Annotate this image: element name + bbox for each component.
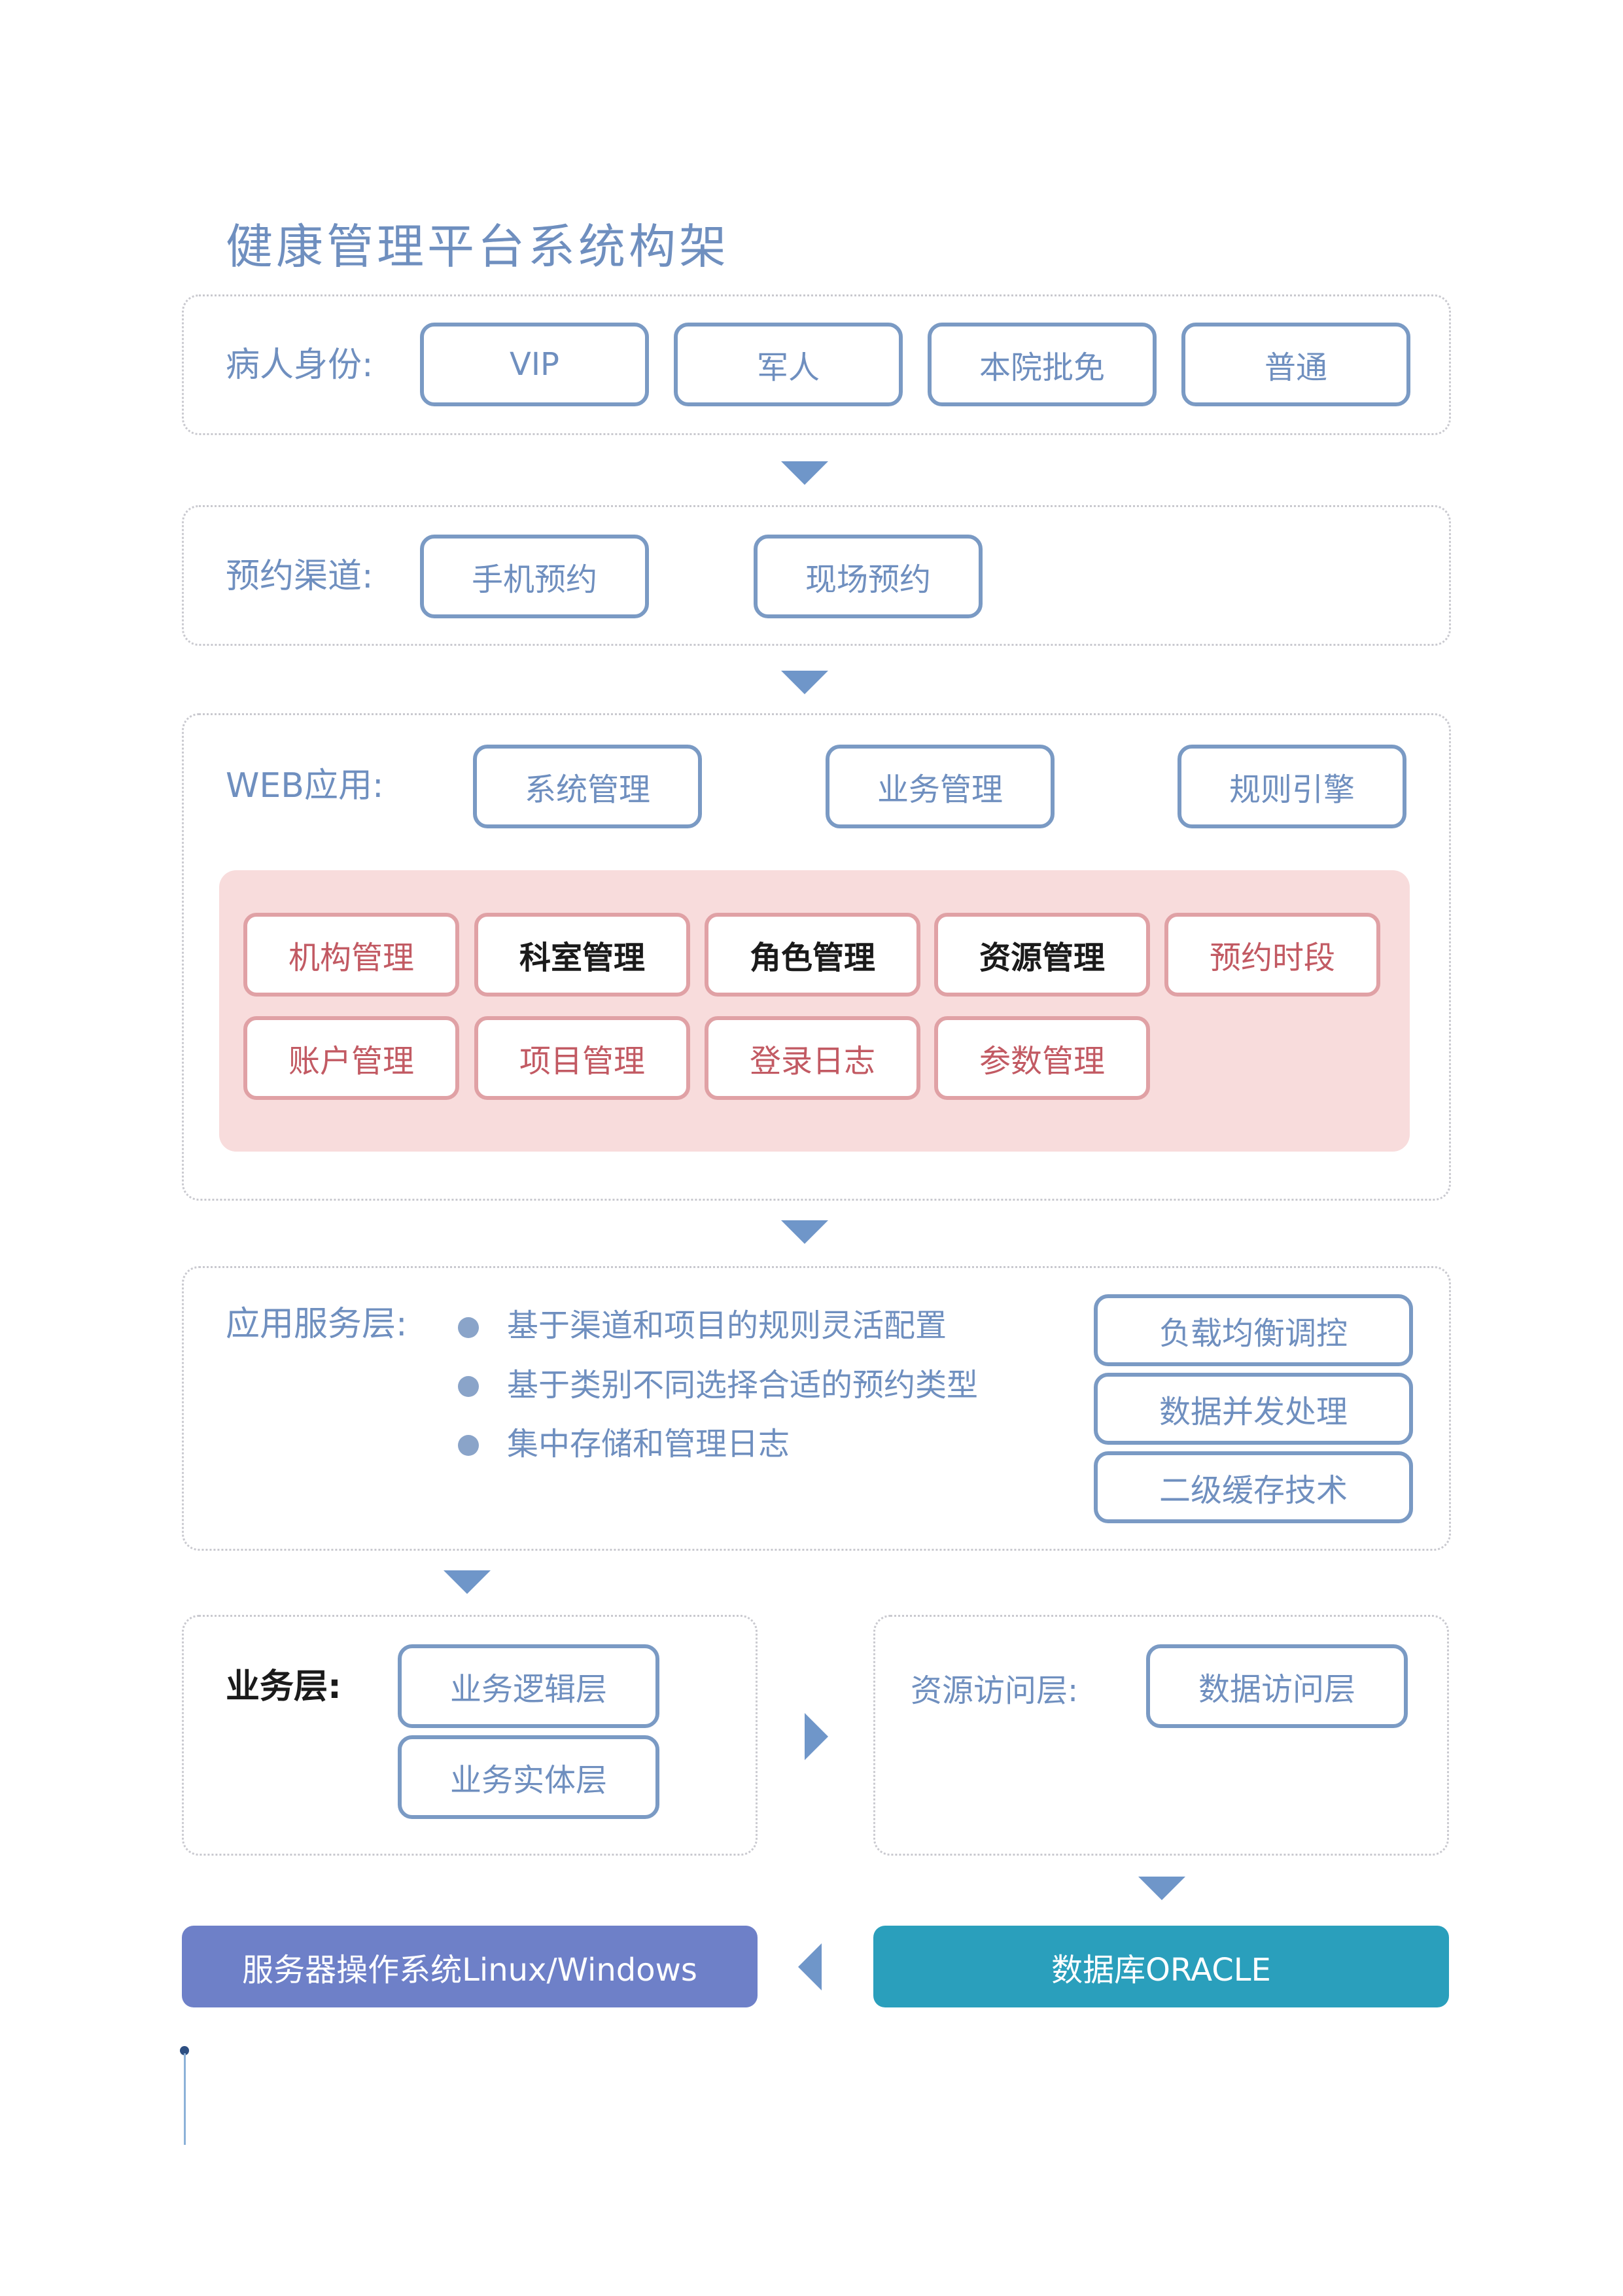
module-role-mgmt: 角色管理 <box>705 913 920 997</box>
business-entity-box: 业务实体层 <box>398 1735 659 1819</box>
arrow-down-icon <box>781 1220 828 1244</box>
arrow-right-icon <box>805 1713 828 1760</box>
module-login-log: 登录日志 <box>705 1016 920 1100</box>
channel-mobile-box: 手机预约 <box>420 535 649 618</box>
page-title: 健康管理平台系统构架 <box>226 219 730 274</box>
service-bullet-3: 集中存储和管理日志 <box>507 1426 790 1462</box>
web-app-label: WEB应用: <box>226 766 384 805</box>
service-bullet-1: 基于渠道和项目的规则灵活配置 <box>507 1307 947 1344</box>
module-time-slot: 预约时段 <box>1164 913 1380 997</box>
channel-onsite-box: 现场预约 <box>754 535 983 618</box>
module-org-mgmt: 机构管理 <box>243 913 459 997</box>
business-layer-label: 业务层: <box>226 1670 341 1704</box>
module-dept-mgmt: 科室管理 <box>474 913 690 997</box>
arrow-down-icon <box>1138 1877 1185 1900</box>
bullet-icon <box>458 1376 479 1397</box>
pin-dot-icon <box>180 2046 189 2055</box>
resource-access-label: 资源访问层: <box>911 1672 1079 1709</box>
business-logic-box: 业务逻辑层 <box>398 1644 659 1728</box>
server-os-bar: 服务器操作系统Linux/Windows <box>182 1926 758 2007</box>
arrow-down-icon <box>444 1570 491 1594</box>
service-cache-box: 二级缓存技术 <box>1094 1451 1413 1523</box>
database-bar: 数据库ORACLE <box>873 1926 1449 2007</box>
web-business-mgmt-box: 业务管理 <box>826 745 1055 828</box>
app-service-label: 应用服务层: <box>226 1305 408 1344</box>
business-layer-label-text: 业务层: <box>226 1667 341 1706</box>
bullet-icon <box>458 1435 479 1456</box>
module-project-mgmt: 项目管理 <box>474 1016 690 1100</box>
module-resource-mgmt: 资源管理 <box>934 913 1150 997</box>
bullet-icon <box>458 1317 479 1338</box>
arrow-down-icon <box>781 461 828 485</box>
patient-identity-label: 病人身份: <box>226 345 374 385</box>
arrow-down-icon <box>781 671 828 694</box>
booking-channel-label: 预约渠道: <box>226 557 374 596</box>
identity-normal-box: 普通 <box>1181 323 1410 406</box>
web-system-mgmt-box: 系统管理 <box>473 745 702 828</box>
identity-vip-box: VIP <box>420 323 649 406</box>
web-rule-engine-box: 规则引擎 <box>1178 745 1406 828</box>
module-account-mgmt: 账户管理 <box>243 1016 459 1100</box>
service-load-balance-box: 负载均衡调控 <box>1094 1294 1413 1366</box>
identity-hospital-waiver-box: 本院批免 <box>928 323 1157 406</box>
data-access-box: 数据访问层 <box>1146 1644 1408 1728</box>
pin-line <box>184 2053 186 2145</box>
service-bullet-2: 基于类别不同选择合适的预约类型 <box>507 1367 979 1404</box>
service-concurrency-box: 数据并发处理 <box>1094 1373 1413 1445</box>
identity-military-box: 军人 <box>674 323 903 406</box>
arrow-left-icon <box>798 1943 822 1990</box>
module-param-mgmt: 参数管理 <box>934 1016 1150 1100</box>
